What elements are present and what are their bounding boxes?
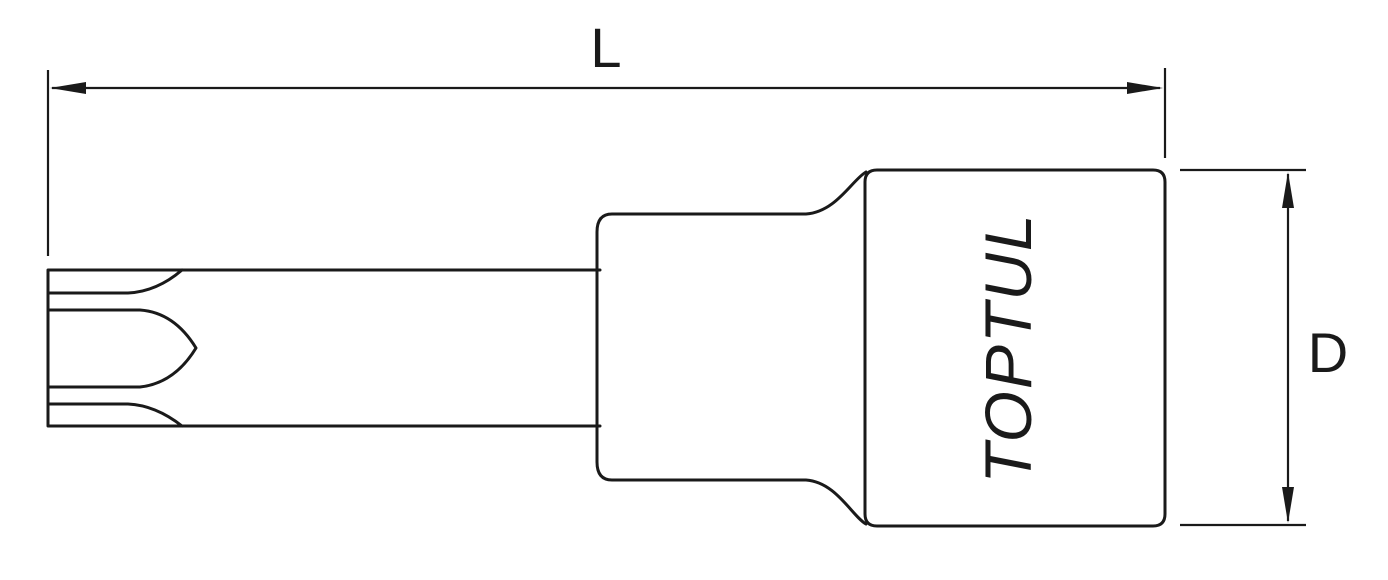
length-arrow-right (1127, 82, 1163, 94)
length-label: L (590, 16, 621, 79)
diameter-dimension: D (1180, 168, 1348, 527)
shank-outline (46, 268, 602, 428)
socket-body: TOPTUL (595, 168, 1167, 528)
length-arrow-left (50, 82, 86, 94)
socket-drive-outline (863, 168, 1167, 528)
bit-shank (46, 268, 602, 428)
diameter-arrow-top (1282, 172, 1294, 208)
torx-lobe-top (46, 268, 184, 295)
torx-lobe-bottom (46, 402, 184, 428)
brand-logo-text: TOPTUL (971, 212, 1045, 483)
torx-lobe-middle (46, 308, 198, 389)
socket-neck-outline (595, 170, 868, 526)
diameter-arrow-bottom (1282, 487, 1294, 523)
length-dimension: L (46, 16, 1167, 256)
diameter-label: D (1308, 321, 1348, 384)
